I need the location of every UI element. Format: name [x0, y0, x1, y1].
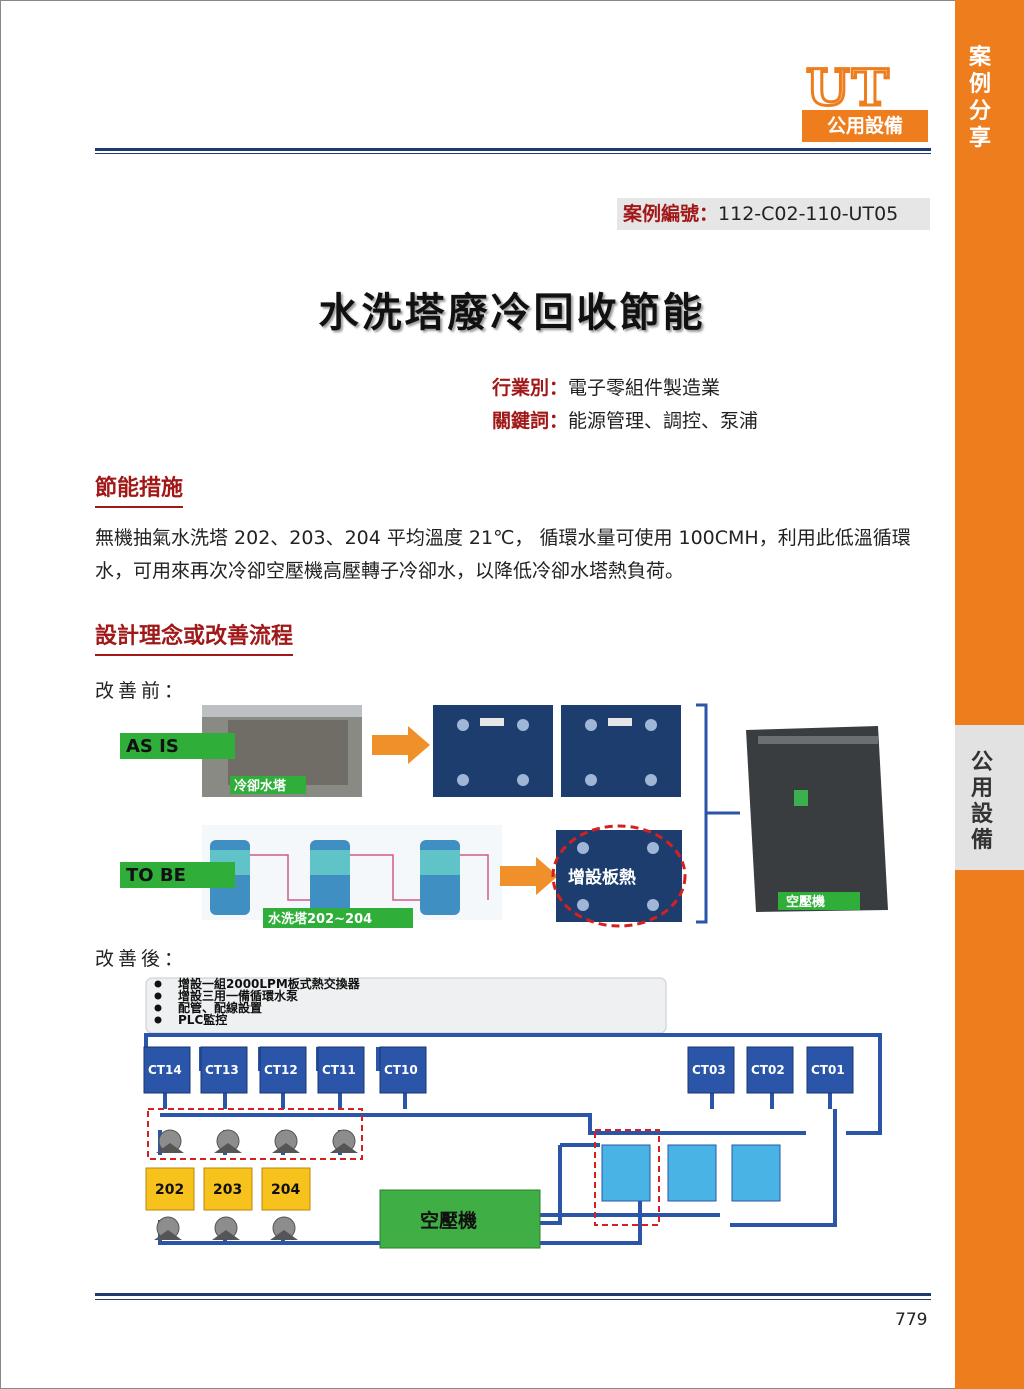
pump-base — [272, 1143, 300, 1153]
plate-exchanger-3 — [731, 1144, 781, 1202]
scrubber-202 — [145, 1167, 195, 1211]
section-tab-label: 公用設備 — [971, 750, 994, 853]
plate-exchanger-1 — [601, 1144, 651, 1202]
bullet — [154, 1016, 162, 1024]
bullet — [154, 980, 162, 988]
arrow-right-icon-2 — [500, 857, 558, 895]
pump-base — [330, 1143, 358, 1153]
bracket — [696, 703, 740, 924]
compressor-box-label: 空壓機 — [420, 1209, 477, 1232]
case-number-value: 112-C02-110-UT05 — [718, 203, 899, 225]
plate-exchanger-2 — [667, 1144, 717, 1202]
section-tab: 公用設備 — [955, 725, 1024, 870]
pump-base — [270, 1230, 298, 1240]
note-item: 增設一組2000LPM板式熱交換器 — [178, 976, 361, 991]
ut-logo: UT 公用設備 — [802, 58, 928, 142]
note-item: PLC監控 — [178, 1012, 227, 1027]
note-item: 增設三用一備循環水泵 — [178, 988, 298, 1003]
after-label: 改善後： — [95, 948, 188, 970]
keywords-value: 能源管理、調控、泵浦 — [568, 410, 759, 432]
cooling-tower-label: CT10 — [384, 1063, 418, 1077]
before-label: 改善前： — [95, 680, 188, 702]
scrubber-label: 202 — [155, 1182, 184, 1198]
exchanger-highlight-box — [594, 1129, 660, 1226]
cooling-tower-label: CT03 — [692, 1063, 726, 1077]
as-is-label: AS IS — [126, 736, 179, 757]
cooling-tower-label: CT02 — [751, 1063, 785, 1077]
highlight-circle — [551, 824, 687, 928]
pump-base — [212, 1230, 240, 1240]
category-tab: 案例分享 — [968, 45, 991, 151]
cooling-tower-label: 冷卻水塔 — [234, 778, 287, 794]
before-figure: 冷卻水塔 AS IS 空壓機 水洗塔202~204 TO BE 增設板熱 — [120, 703, 888, 928]
cooling-tower-ct14 — [143, 1046, 191, 1094]
logo-letters: UT — [805, 58, 891, 117]
to-be-label: TO BE — [126, 865, 186, 886]
industry-value: 電子零組件製造業 — [568, 377, 721, 399]
note-item: 配管、配線設置 — [178, 1000, 262, 1015]
bullet — [154, 1004, 162, 1012]
plate-exchanger-photo-new — [556, 830, 682, 922]
cooling-tower-ct13 — [200, 1046, 248, 1094]
air-compressor-photo — [746, 726, 888, 912]
section-heading-measures: 節能措施 — [95, 470, 184, 508]
footer-rule-thin — [95, 1299, 931, 1300]
scrubber-204 — [261, 1167, 311, 1211]
case-number-label: 案例編號： — [623, 203, 719, 225]
measures-paragraph: 無機抽氣水洗塔 202、203、204 平均溫度 21℃， 循環水量可使用 10… — [95, 527, 911, 582]
cooling-tower-label: CT14 — [148, 1063, 182, 1077]
meta-industry: 行業別：電子零組件製造業 — [492, 372, 720, 404]
plate-added-label: 增設板熱 — [568, 867, 636, 888]
cooling-tower-label: CT11 — [322, 1063, 356, 1077]
cooling-tower-label: CT12 — [264, 1063, 298, 1077]
logo-label: 公用設備 — [802, 110, 928, 142]
scrubber-label: 203 — [213, 1182, 242, 1198]
footer-rule — [95, 1293, 931, 1296]
compressor-box — [379, 1189, 541, 1249]
bullet — [154, 992, 162, 1000]
header-rule — [95, 148, 931, 151]
pump-base — [214, 1143, 242, 1153]
pump-base — [154, 1230, 182, 1240]
compressor-label: 空壓機 — [786, 894, 825, 910]
cooling-tower-ct12 — [259, 1046, 307, 1094]
industry-label: 行業別： — [492, 377, 569, 399]
side-bar — [955, 0, 1024, 1389]
after-figure: 增設一組2000LPM板式熱交換器增設三用一備循環水泵配管、配線設置PLC監控 … — [143, 976, 882, 1249]
scrubber-label: 204 — [271, 1182, 300, 1198]
pump-base — [156, 1143, 184, 1153]
page-number: 779 — [895, 1310, 928, 1330]
cooling-tower-label: CT01 — [811, 1063, 845, 1077]
scrubber-203 — [203, 1167, 253, 1211]
meta-keywords: 關鍵詞：能源管理、調控、泵浦 — [492, 405, 758, 437]
cooling-tower-ct02 — [746, 1046, 794, 1094]
section-heading-design: 設計理念或改善流程 — [95, 618, 294, 656]
plate-exchangers — [594, 1129, 781, 1226]
cooling-tower-ct03 — [687, 1046, 735, 1094]
header-rule-thin — [95, 153, 931, 154]
arrow-right-icon — [372, 726, 430, 764]
pump-highlight-box — [147, 1108, 363, 1160]
cooling-tower-label: CT13 — [205, 1063, 239, 1077]
cooling-tower-ct10 — [379, 1046, 427, 1094]
page-title: 水洗塔廢冷回收節能 — [318, 290, 706, 336]
scrubber-label: 水洗塔202~204 — [268, 911, 372, 927]
cooling-tower-ct11 — [317, 1046, 365, 1094]
cooling-tower-ct01 — [806, 1046, 854, 1094]
case-number: 案例編號：112-C02-110-UT05 — [617, 198, 930, 230]
keywords-label: 關鍵詞： — [492, 410, 569, 432]
